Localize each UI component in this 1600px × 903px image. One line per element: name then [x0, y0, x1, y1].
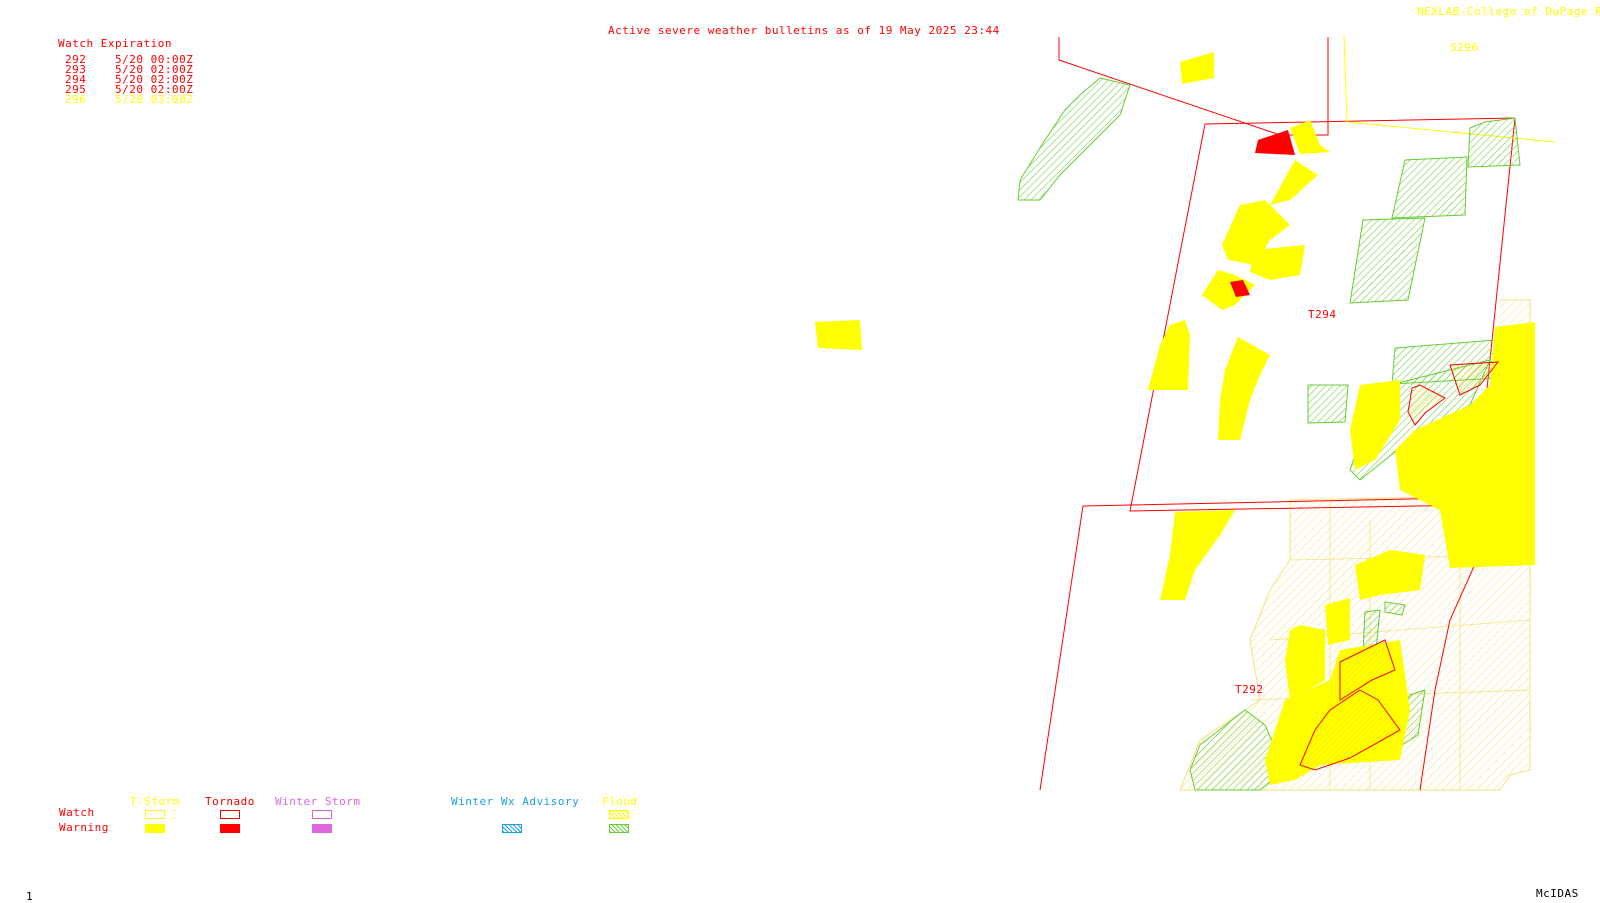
legend-winter-storm-watch-swatch	[312, 810, 332, 819]
watch-id: 295	[65, 83, 87, 96]
legend-row-watch: Watch	[59, 806, 95, 819]
watch-time: 5/20 03:00Z	[115, 93, 194, 106]
legend-flood-warning-swatch	[609, 824, 629, 833]
legend-tornado-warning-swatch	[220, 824, 240, 833]
watch-time: 5/20 02:00Z	[115, 83, 194, 96]
legend-tstorm-watch-swatch	[145, 810, 165, 819]
watch-expiration-title: Watch Expiration	[58, 37, 172, 50]
legend-winter-wx-label: Winter Wx Advisory	[451, 795, 580, 808]
watch-id: 292	[65, 53, 87, 66]
software-name: McIDAS	[1536, 887, 1579, 900]
watch-time: 5/20 00:00Z	[115, 53, 194, 66]
legend-tornado-watch-swatch	[220, 810, 240, 819]
watch-label-t294: T294	[1308, 308, 1337, 321]
legend-flood-label: Flood	[602, 795, 638, 808]
tornado-warnings	[1230, 130, 1295, 297]
watch-time: 5/20 02:00Z	[115, 73, 194, 86]
credit-text: NEXLAB-College of DuPage R	[1417, 5, 1600, 18]
legend-flood-watch-swatch	[609, 810, 629, 819]
legend-winter-storm-label: Winter Storm	[275, 795, 361, 808]
legend-tstorm-warning-swatch	[145, 824, 165, 833]
bulletin-title: Active severe weather bulletins as of 19…	[608, 24, 1000, 37]
legend-tstorm-label: T-Storm	[130, 795, 180, 808]
legend-winter-wx-swatch	[502, 824, 522, 833]
tstorm-warnings	[815, 52, 1535, 785]
frame-number: 1	[26, 890, 34, 903]
legend-winter-storm-warning-swatch	[312, 824, 332, 833]
watch-time: 5/20 02:00Z	[115, 63, 194, 76]
watch-id: 294	[65, 73, 87, 86]
legend-row-warning: Warning	[59, 821, 109, 834]
watch-label-t292: T292	[1235, 683, 1264, 696]
tornado-warnings-hatched	[1299, 361, 1500, 771]
watch-id: 296	[65, 93, 87, 106]
watch-label-s296: S296	[1450, 41, 1479, 54]
legend-tornado-label: Tornado	[205, 795, 255, 808]
watch-id: 293	[65, 63, 87, 76]
